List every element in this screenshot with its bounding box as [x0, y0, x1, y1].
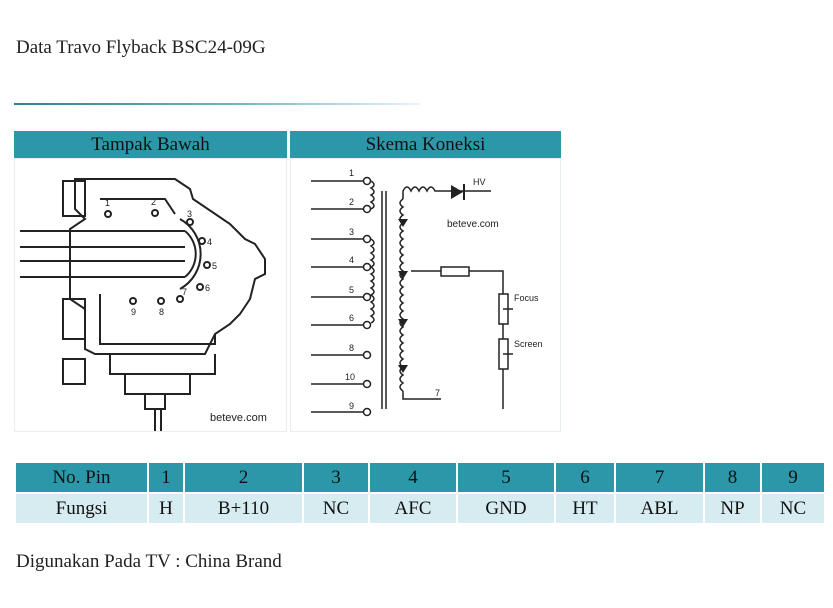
hv-label: HV [473, 177, 486, 187]
table-cell: AFC [368, 492, 458, 525]
pin-label: 7 [182, 287, 187, 297]
pin-label: 8 [349, 343, 354, 353]
pin-label: 2 [349, 197, 354, 207]
title-divider [14, 103, 420, 105]
table-cell: 9 [760, 461, 826, 494]
row-label: Fungsi [14, 492, 149, 525]
table-cell: HT [554, 492, 616, 525]
pin-function-table: No. Pin 1 2 3 4 5 6 7 8 9 Fungsi H B+110… [14, 461, 826, 525]
screen-label: Screen [514, 339, 543, 349]
table-cell: ABL [614, 492, 705, 525]
pin-label: 4 [207, 237, 212, 247]
pin-label: 8 [159, 307, 164, 317]
connection-schematic-image: 1 2 3 4 5 6 8 10 9 HV Focus Screen 7 bet… [290, 158, 561, 432]
usage-note: Digunakan Pada TV : China Brand [16, 551, 282, 572]
pin-label: 1 [349, 168, 354, 178]
pin-label: 2 [151, 197, 156, 207]
pin-label: 6 [349, 313, 354, 323]
pin-label: 5 [349, 285, 354, 295]
pin-label: 5 [212, 261, 217, 271]
pin-label: 9 [131, 307, 136, 317]
table-cell: B+110 [183, 492, 304, 525]
table-cell: 5 [456, 461, 556, 494]
connection-schematic-header: Skema Koneksi [290, 131, 561, 158]
focus-label: Focus [514, 293, 539, 303]
table-cell: 2 [183, 461, 304, 494]
pin-label: 1 [105, 198, 110, 208]
pin-label: 9 [349, 401, 354, 411]
pin-label: 3 [349, 227, 354, 237]
table-cell: 4 [368, 461, 458, 494]
table-cell: 8 [703, 461, 762, 494]
pin-label: 10 [345, 372, 355, 382]
table-cell: 6 [554, 461, 616, 494]
table-cell: NP [703, 492, 762, 525]
bottom-view-header: Tampak Bawah [14, 131, 287, 158]
row-label: No. Pin [14, 461, 149, 494]
table-row: No. Pin 1 2 3 4 5 6 7 8 9 [14, 461, 826, 494]
table-cell: 3 [302, 461, 370, 494]
page-title: Data Travo Flyback BSC24-09G [16, 37, 266, 58]
watermark-left: beteve.com [210, 412, 267, 424]
table-cell: GND [456, 492, 556, 525]
table-cell: H [147, 492, 185, 525]
table-row: Fungsi H B+110 NC AFC GND HT ABL NP NC [14, 492, 826, 525]
pin-label: 4 [349, 255, 354, 265]
pin-label: 3 [187, 209, 192, 219]
table-cell: 7 [614, 461, 705, 494]
table-cell: 1 [147, 461, 185, 494]
table-cell: NC [302, 492, 370, 525]
watermark-right: beteve.com [447, 219, 499, 230]
bottom-view-image: 1 2 3 4 5 6 7 8 9 beteve.com [14, 158, 287, 432]
table-cell: NC [760, 492, 826, 525]
pin-label: 6 [205, 283, 210, 293]
tap-label: 7 [435, 388, 440, 398]
